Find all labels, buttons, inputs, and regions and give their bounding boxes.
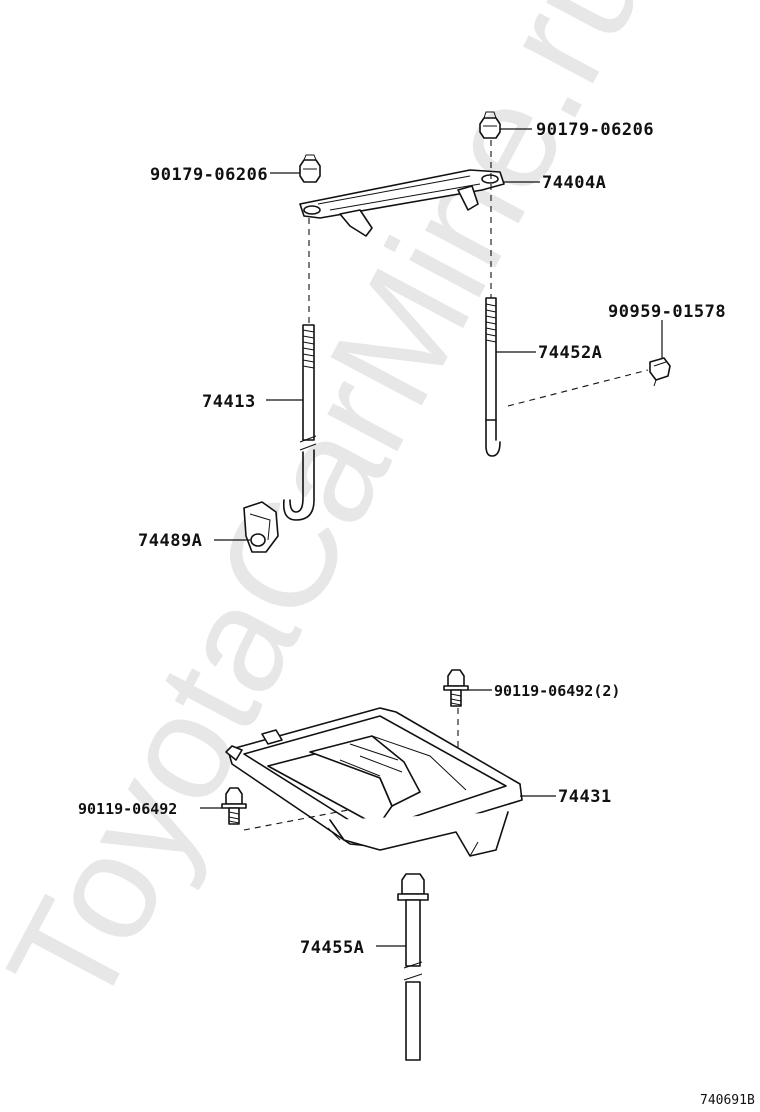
label-tray: 74431 xyxy=(558,787,612,807)
assembly-line-tray-left xyxy=(243,809,349,831)
rod-left xyxy=(282,324,317,521)
assembly-line-clip xyxy=(507,369,649,407)
bolt-tray-right xyxy=(443,669,469,707)
bolt-tray-left xyxy=(221,787,247,825)
label-nut-upper-right: 90179-06206 xyxy=(536,120,654,140)
label-long-bolt: 74455A xyxy=(300,938,364,958)
label-nut-upper-left: 90179-06206 xyxy=(150,165,268,185)
label-clamp: 74404A xyxy=(542,173,606,193)
label-bolt-tray-right: 90119-06492(2) xyxy=(494,682,620,700)
label-hook-bracket: 74489A xyxy=(138,531,202,551)
watermark: ToyotaCarMine.ru xyxy=(0,0,679,1035)
battery-clamp xyxy=(299,169,505,237)
label-rod-left: 74413 xyxy=(202,392,256,412)
label-clip: 90959-01578 xyxy=(608,302,726,322)
rod-right xyxy=(485,297,501,457)
battery-tray xyxy=(225,707,523,857)
label-rod-right: 74452A xyxy=(538,343,602,363)
nut-upper-left xyxy=(299,154,321,183)
long-bolt xyxy=(397,873,429,1061)
nut-upper-right xyxy=(479,111,501,139)
clip xyxy=(649,357,671,387)
label-bolt-tray-left: 90119-06492 xyxy=(78,800,177,818)
figure-id: 740691B xyxy=(700,1093,755,1108)
hook-bracket xyxy=(243,501,279,553)
